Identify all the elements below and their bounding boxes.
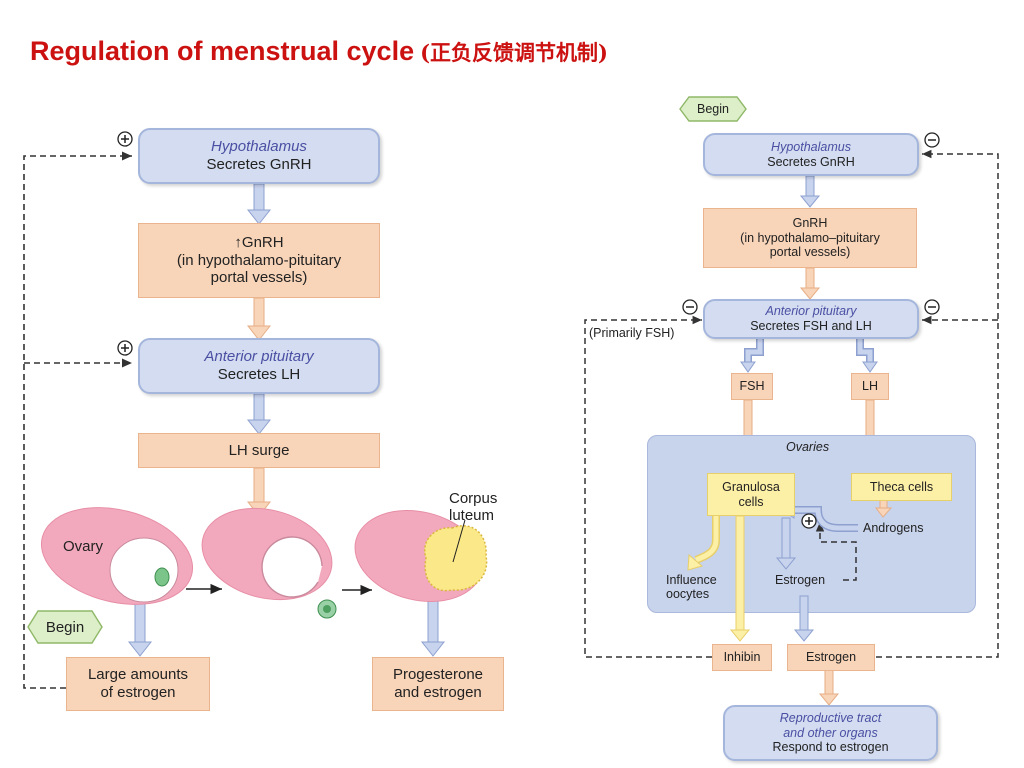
begin-tag-left-label: Begin xyxy=(45,618,85,636)
right-gnrh-line2: (in hypothalamo–pituitary xyxy=(740,230,880,245)
left-peach-arrow-1 xyxy=(246,297,272,341)
right-hypothalamus-name: Hypothalamus xyxy=(771,139,851,154)
ovaries-label: Ovaries xyxy=(786,440,830,454)
left-lh-surge-label: LH surge xyxy=(228,441,290,459)
left-feedback-lines xyxy=(23,151,132,689)
right-lh-box: LH xyxy=(851,373,889,400)
granulosa-box: Granulosa cells xyxy=(707,473,795,516)
left-progesterone-line1: Progesterone xyxy=(392,666,484,684)
granulosa-to-inhibin xyxy=(729,515,751,642)
theca-box: Theca cells xyxy=(851,473,952,501)
corpus-luteum-pointer xyxy=(452,519,466,563)
begin-tag-right: Begin xyxy=(680,97,746,121)
right-peach-arrow-1 xyxy=(799,267,821,300)
page-title: Regulation of menstrual cycle(正负反馈调节机制) xyxy=(30,36,608,67)
left-progesterone-line2: and estrogen xyxy=(394,684,482,701)
right-minus-sign-hypothalamus xyxy=(924,132,940,148)
inhibin-label: Inhibin xyxy=(723,650,761,665)
left-pituitary-action: Secretes LH xyxy=(217,366,301,383)
left-plus-sign-2 xyxy=(117,340,133,356)
title-chinese: (正负反馈调节机制) xyxy=(420,40,608,65)
title-main: Regulation of menstrual cycle xyxy=(30,36,415,66)
right-minus-sign-pituitary-right xyxy=(924,299,940,315)
left-estrogen-line2: of estrogen xyxy=(100,684,176,701)
influence-line1: Influence xyxy=(666,573,717,587)
corpus-luteum-line2: luteum xyxy=(449,507,495,525)
right-plus-sign-estrogen xyxy=(801,513,817,529)
right-fsh-label: FSH xyxy=(739,379,765,394)
right-blue-arrow-lh xyxy=(856,338,878,373)
right-gnrh-line3: portal vessels) xyxy=(769,245,851,260)
estrogen-out-label: Estrogen xyxy=(805,650,857,665)
influence-label: Influence oocytes xyxy=(666,573,717,602)
left-hypothalamus-action: Secretes GnRH xyxy=(206,156,312,173)
right-pituitary-action: Secretes FSH and LH xyxy=(750,319,872,333)
left-pituitary-box: Anterior pituitary Secretes LH xyxy=(138,338,380,394)
left-gnrh-box: ↑GnRH (in hypothalamo-pituitary portal v… xyxy=(138,223,380,298)
androgens-label: Androgens xyxy=(863,521,924,535)
estrogen-inner-label: Estrogen xyxy=(775,573,826,587)
granulosa-line1: Granulosa xyxy=(722,479,780,494)
left-estrogen-line1: Large amounts xyxy=(87,666,189,684)
target-organs-box: Reproductive tract and other organs Resp… xyxy=(723,705,938,761)
right-blue-arrow-1 xyxy=(799,175,821,208)
target-line1: Reproductive tract xyxy=(779,710,882,725)
theca-to-androgens xyxy=(874,499,893,518)
left-hypothalamus-name: Hypothalamus xyxy=(211,138,307,156)
inhibin-box: Inhibin xyxy=(712,644,772,671)
primarily-fsh-label: (Primarily FSH) xyxy=(589,326,675,340)
right-feedback-lines xyxy=(584,149,999,658)
right-fsh-box: FSH xyxy=(731,373,773,400)
left-progesterone-box: Progesterone and estrogen xyxy=(372,657,504,711)
right-hypothalamus-box: Hypothalamus Secretes GnRH xyxy=(703,133,919,176)
left-gnrh-line3: portal vessels) xyxy=(210,269,308,287)
corpus-luteum-label: Corpus luteum xyxy=(449,490,497,525)
right-gnrh-line1: GnRH xyxy=(792,215,828,230)
left-estrogen-box: Large amounts of estrogen xyxy=(66,657,210,711)
right-hypothalamus-action: Secretes GnRH xyxy=(767,154,855,169)
target-line3: Respond to estrogen xyxy=(772,740,889,755)
influence-line2: oocytes xyxy=(666,587,710,602)
left-blue-arrow-2 xyxy=(246,393,272,435)
begin-tag-right-label: Begin xyxy=(697,102,729,116)
right-lh-label: LH xyxy=(862,379,878,394)
right-blue-arrow-fsh xyxy=(740,338,764,373)
left-gnrh-line1: ↑GnRH xyxy=(234,233,284,251)
right-pituitary-name: Anterior pituitary xyxy=(765,304,857,319)
granulosa-to-influence xyxy=(687,516,720,571)
begin-tag-left: Begin xyxy=(28,611,102,643)
left-plus-sign-1 xyxy=(117,131,133,147)
ovary-right xyxy=(354,510,488,602)
begin-tag-left-shape xyxy=(27,610,103,644)
released-oocyte xyxy=(317,599,337,619)
estrogen-to-estrogen-out xyxy=(793,595,815,642)
left-blue-arrow-1 xyxy=(246,183,272,225)
begin-tag-right-shape xyxy=(679,96,747,122)
ovary-middle xyxy=(201,507,333,601)
granulosa-to-estrogen xyxy=(775,517,797,570)
corpus-luteum-line1: Corpus xyxy=(449,490,498,507)
left-gnrh-line2: (in hypothalamo-pituitary xyxy=(176,251,342,269)
theca-label: Theca cells xyxy=(869,479,934,494)
estrogen-to-target xyxy=(818,669,840,706)
left-pituitary-name: Anterior pituitary xyxy=(204,348,314,366)
left-hypothalamus-box: Hypothalamus Secretes GnRH xyxy=(138,128,380,184)
left-lh-surge-box: LH surge xyxy=(138,433,380,468)
right-pituitary-box: Anterior pituitary Secretes FSH and LH xyxy=(703,299,919,339)
ovary-label: Ovary xyxy=(63,538,104,555)
estrogen-out-box: Estrogen xyxy=(787,644,875,671)
right-minus-sign-pituitary-left xyxy=(682,299,698,315)
ovary-left xyxy=(40,507,194,605)
right-gnrh-box: GnRH (in hypothalamo–pituitary portal ve… xyxy=(703,208,917,268)
granulosa-line2: cells xyxy=(738,494,764,509)
target-line2: and other organs xyxy=(783,725,878,740)
